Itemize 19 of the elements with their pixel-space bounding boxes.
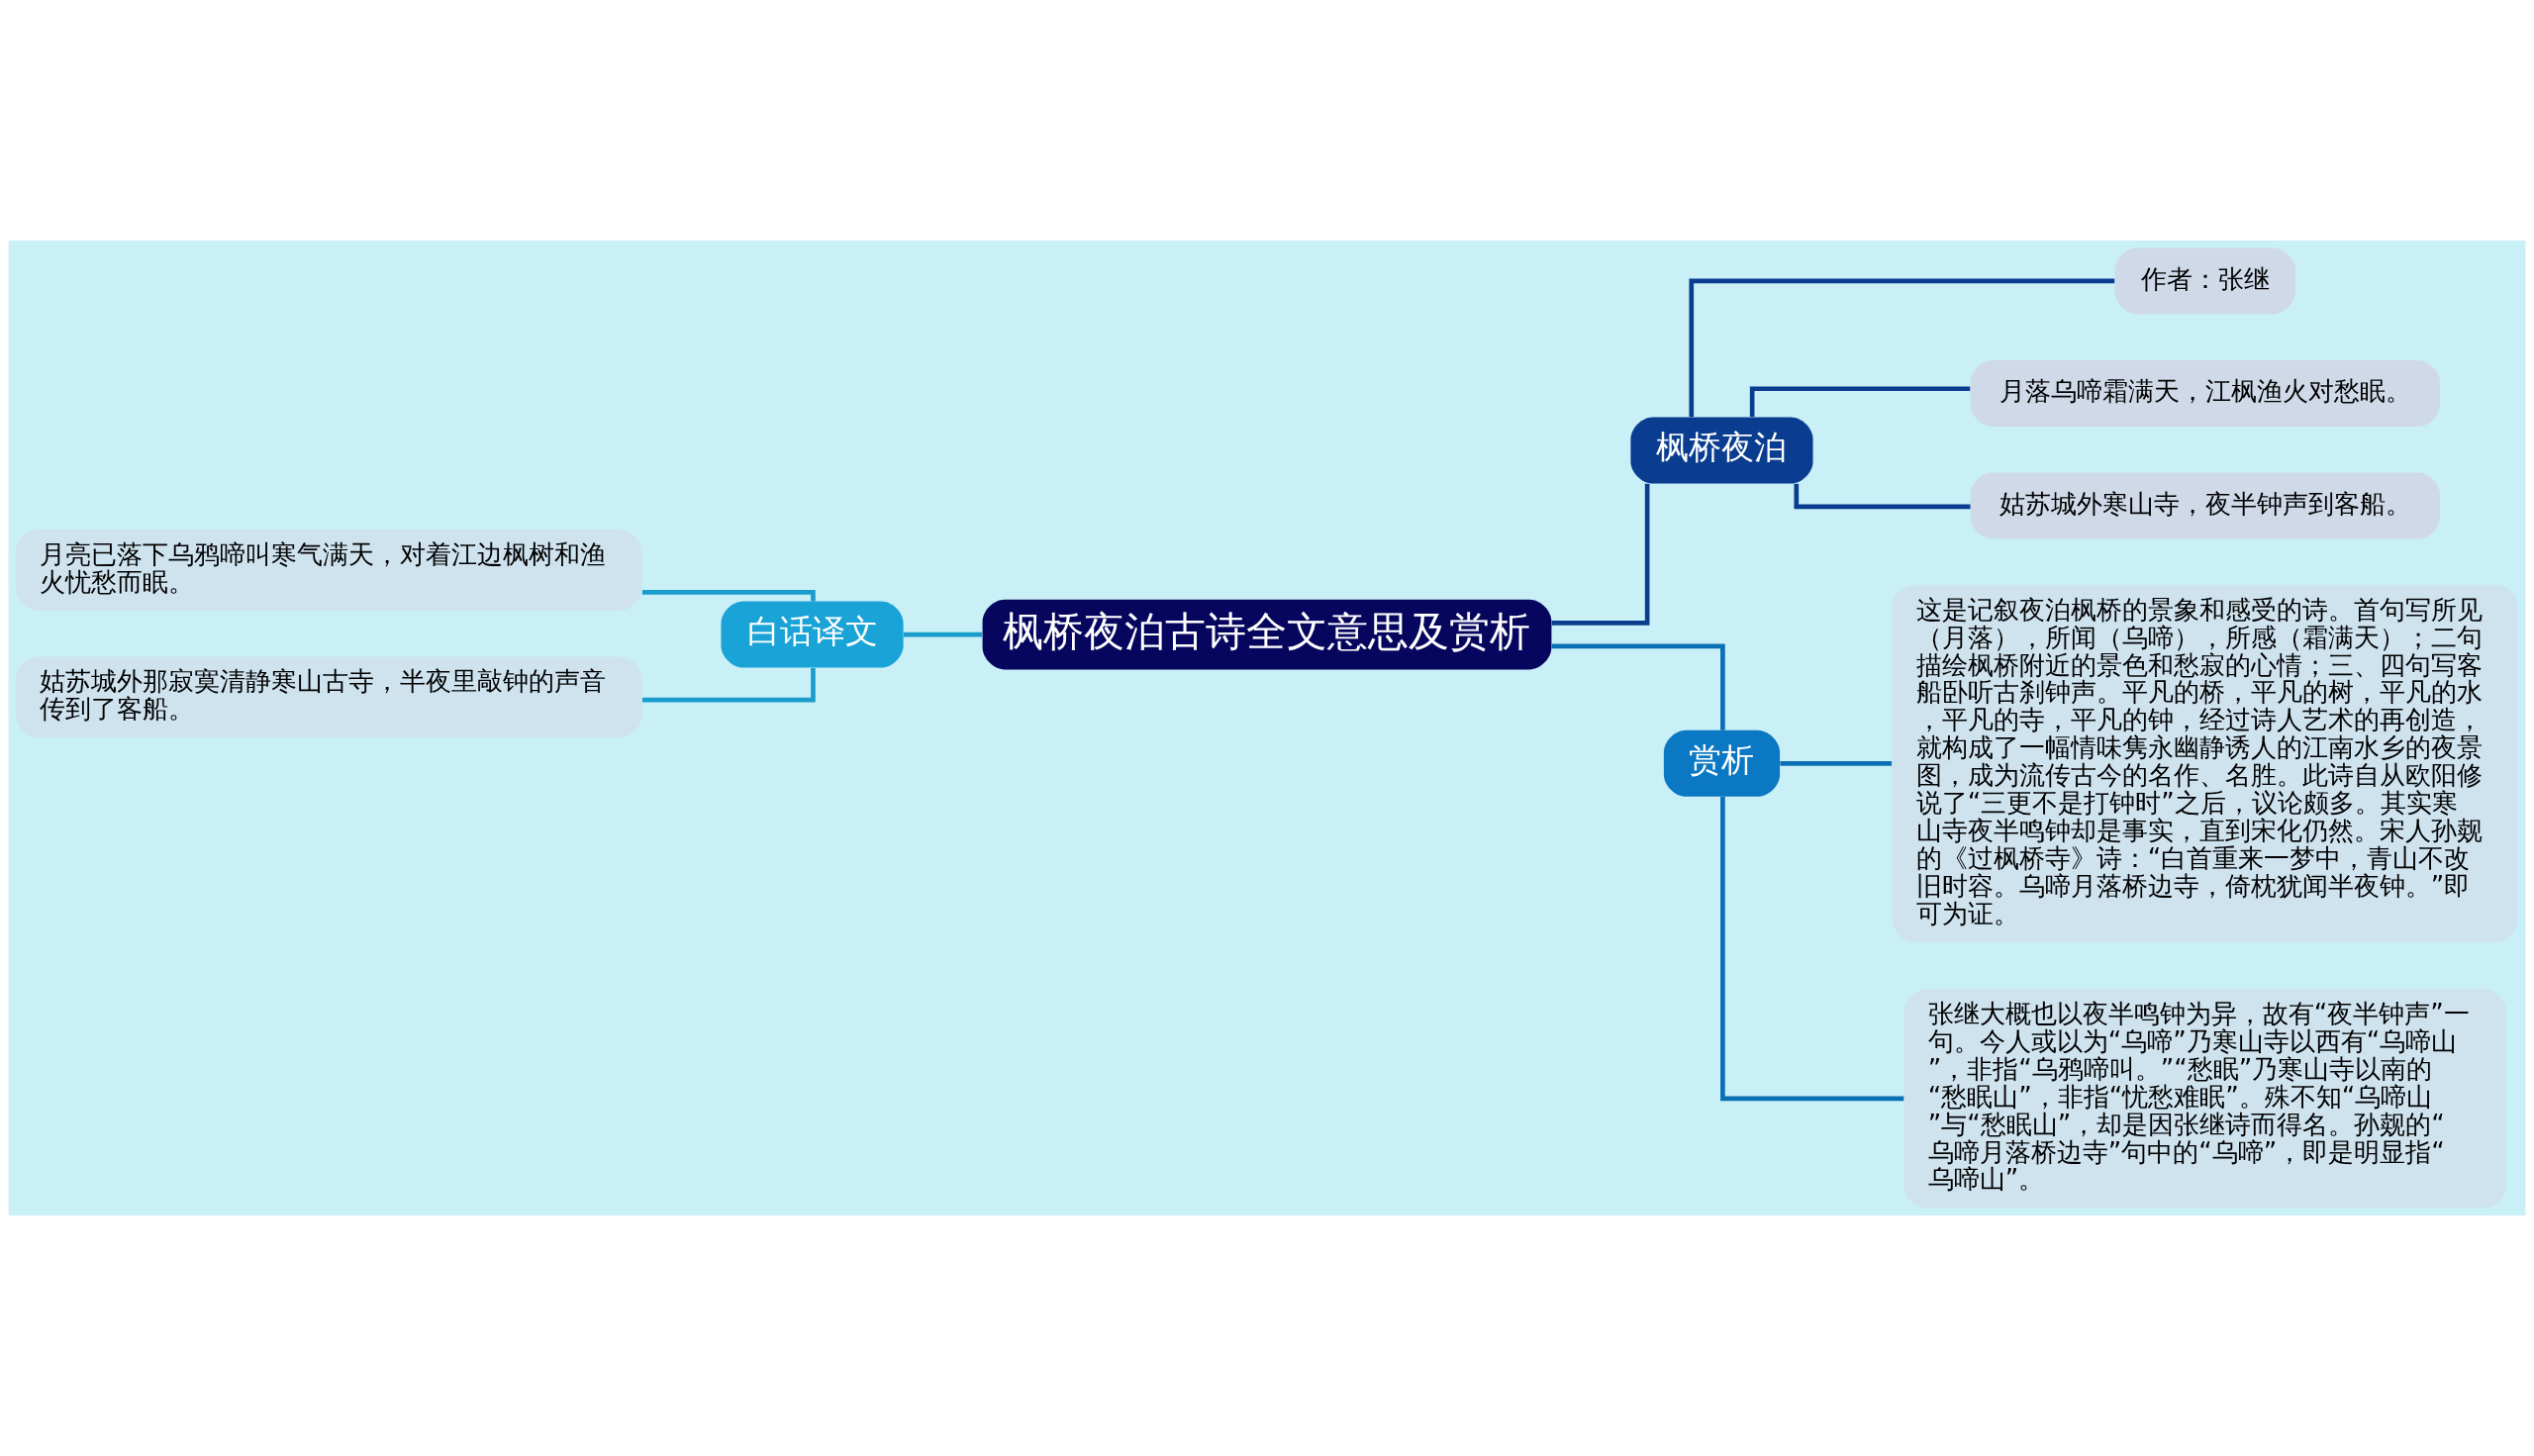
connector xyxy=(1780,761,1893,766)
node-box: 张继大概也以夜半鸣钟为异，故有“夜半钟声”一句。今人或以为“乌啼”乃寒山寺以西有“乌啼山”，非指“乌鸦啼叫。”“愁眠”乃寒山寺以南的“愁眠山”，非指“忧愁难眠”。殊不知“乌啼山”与“愁眠山”，却是因张继诗而得名。孙觌的“乌啼月落桥边寺”句中的“乌啼”，即是明显指“乌啼山”。 xyxy=(1903,989,2506,1209)
node-box: 枫桥夜泊 xyxy=(1630,417,1813,484)
connector xyxy=(1749,386,1971,417)
node-box: 月亮已落下乌鸦啼叫寒气满天，对着江边枫树和渔火忧愁而眠。 xyxy=(15,530,642,611)
connector xyxy=(1689,278,2115,418)
node-box: 作者：张继 xyxy=(2114,247,2295,315)
node-box: 赏析 xyxy=(1663,729,1781,797)
node-box: 枫桥夜泊古诗全文意思及赏析 xyxy=(982,599,1552,670)
connector xyxy=(1551,483,1650,626)
connector xyxy=(1720,797,1904,1102)
connector xyxy=(1794,483,1971,510)
node-box: 姑苏城外寒山寺，夜半钟声到客船。 xyxy=(1970,472,2440,539)
node-box: 这是记叙夜泊枫桥的景象和感受的诗。首句写所见（月落），所闻（乌啼），所感（霜满天）；二句描绘枫桥附近的景色和愁寂的心情；三、四句写客船卧听古刹钟声。平凡的桥，平凡的树，平凡的水，平凡的寺，平凡的钟，经过诗人艺术的再创造，就构成了一幅情味隽永幽静诱人的江南水乡的夜景图，成为流传古今的名作、名胜。此诗自从欧阳修说了“三更不是打钟时”之后，议论颇多。其实寒山寺夜半鸣钟却是事实，直到宋化仍然。宋人孙觌的《过枫桥寺》诗：“白首重来一梦中，青山不改旧时容。乌啼月落桥边寺，倚枕犹闻半夜钟。”即可为证。 xyxy=(1892,584,2519,942)
node-box: 白话译文 xyxy=(721,601,904,668)
connector xyxy=(903,631,982,637)
node-box: 姑苏城外那寂寞清静寒山古寺，半夜里敲钟的声音传到了客船。 xyxy=(15,656,642,738)
node-box: 月落乌啼霜满天，江枫渔火对愁眠。 xyxy=(1970,359,2440,427)
connector xyxy=(1551,643,1725,730)
